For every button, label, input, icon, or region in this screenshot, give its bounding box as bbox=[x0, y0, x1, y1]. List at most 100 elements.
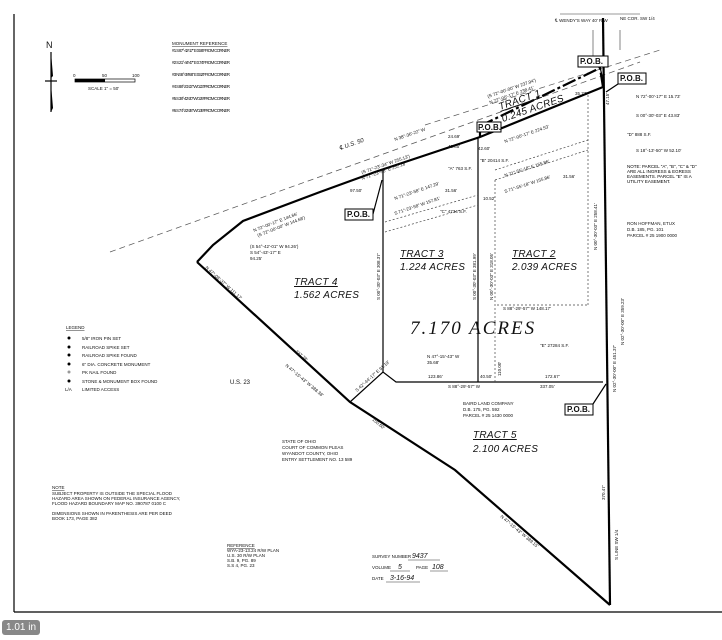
reference-line: S.S 4, PG. 23 bbox=[227, 563, 255, 568]
area-a: "A" 763 S.F. bbox=[448, 166, 472, 171]
bearing-label: 35.77' bbox=[575, 91, 587, 96]
note-line: BOOK 173, PAGE 382 bbox=[52, 516, 98, 521]
survey-number-label: SURVEY NUMBER bbox=[372, 554, 412, 559]
tract4-name: TRACT 4 bbox=[294, 277, 338, 288]
owner-line: WYANDOT COUNTY, OHIO bbox=[282, 451, 339, 456]
tract4-acres: 1.562 ACRES bbox=[294, 290, 359, 301]
owner-line: D.B. 185, PG. 101 bbox=[627, 227, 664, 232]
owner-line: COURT OF COMMON PLEAS bbox=[282, 445, 343, 450]
bearing-label: N 72°-00'-17" E 224.53' bbox=[504, 124, 550, 144]
bearing-label: S 54°-43'-17" E bbox=[250, 250, 281, 255]
note-line: SUBJECT PROPERTY IS OUTSIDE THE SPECIAL … bbox=[52, 491, 173, 496]
bearing-label: 123.86' bbox=[428, 374, 443, 379]
easement-note-text: NOTE: PARCEL "A", "B", "C" & "D" ARE ALL… bbox=[627, 164, 697, 184]
southwest-boundary bbox=[196, 261, 611, 606]
area-b: "B" 20414 S.F. bbox=[480, 158, 509, 163]
survey-number: 9437 bbox=[412, 553, 429, 560]
owner-line: PARCEL # 25 1430 0000 bbox=[463, 413, 514, 418]
bearing-label: S 00°-30'-03" E 381.99' bbox=[472, 253, 477, 300]
total-acres: 7.170 ACRES bbox=[410, 318, 536, 339]
legend: LEGEND 5/8" IRON PIN SET RAILROAD SPIKE … bbox=[65, 325, 158, 392]
legend-item: RAILROAD SPIKE FOUND bbox=[82, 353, 138, 358]
bearing-label: 172.67' bbox=[545, 374, 560, 379]
pob-marker: P.O.B. bbox=[476, 121, 502, 133]
wendys-way-label: ℄ WENDY'S WAY 40' R/W bbox=[554, 18, 609, 23]
reference-line: WYA-23-13.24 R/W PLAN bbox=[227, 548, 279, 553]
north-arrow-icon: N bbox=[45, 40, 57, 112]
owner-line: BAIRD LAND COMPANY bbox=[463, 401, 514, 406]
legend-item: STONE & MONUMENT BOX FOUND bbox=[82, 379, 158, 384]
bearing-label: 110.00' bbox=[497, 362, 502, 376]
pob-marker: P.O.B. bbox=[344, 179, 383, 221]
owner-line: PARCEL # 25 1900 0000 bbox=[627, 233, 678, 238]
survey-info: SURVEY NUMBER 9437 VOLUME 5 PAGE 108 DAT… bbox=[372, 553, 448, 583]
area-d: "D" 888 S.F. bbox=[627, 132, 651, 137]
east-boundary bbox=[601, 17, 612, 606]
monument-item: #4 S 88°-21'-22" W 0.23' FROM CORNER bbox=[172, 84, 231, 89]
owner-line: D.B. 175, PG. 592 bbox=[463, 407, 500, 412]
pk-nail-icon bbox=[67, 370, 71, 374]
bearing-label: 24.69' bbox=[448, 134, 460, 139]
bearing-label: 31.56' bbox=[445, 188, 457, 193]
bearing-label: 370.47' bbox=[601, 485, 606, 500]
date: 3-16-94 bbox=[390, 575, 414, 582]
reference-line: U.S. 30 R/W PLAN bbox=[227, 553, 265, 558]
bearing-label: S 42°-44'-17" E 91.19' bbox=[354, 359, 390, 392]
railroad-spike-found-icon bbox=[67, 353, 71, 357]
us50-label: ℄ U.S. 50 bbox=[338, 137, 365, 152]
owner-line: ENTRY SETTLEMENT NO. 13 589 bbox=[282, 457, 353, 462]
pob-marker: P.O.B. bbox=[577, 55, 609, 81]
bearing-label: N 47°-15'-43" W 388.38' bbox=[284, 363, 324, 398]
bearing-label: N 02°-30'-00" E 451.37' bbox=[612, 345, 617, 392]
legend-abbr: L/A bbox=[65, 387, 72, 392]
bearing-label: 237.78' bbox=[294, 349, 309, 362]
bearing-label: 31.56' bbox=[563, 174, 575, 179]
legend-item: LIMITED ACCESS bbox=[82, 387, 119, 392]
reference-title: REFERENCE bbox=[227, 543, 255, 548]
owner-hoffman: RON HOFFMAN, ETUX D.B. 185, PG. 101 PARC… bbox=[627, 221, 678, 238]
owner-baird: BAIRD LAND COMPANY D.B. 175, PG. 592 PAR… bbox=[463, 401, 514, 418]
legend-item: PK NAIL FOUND bbox=[82, 370, 117, 375]
bearing-label: N 02°-30'-00" E 359.23' bbox=[620, 298, 625, 345]
tract5-name: TRACT 5 bbox=[473, 430, 517, 441]
legend-item: 5/8" IRON PIN SET bbox=[82, 336, 121, 341]
legend-title: LEGEND bbox=[66, 325, 85, 330]
railroad-spike-set-icon bbox=[67, 345, 71, 349]
bearing-label: N 71°-55'-18" E 155.86' bbox=[504, 159, 550, 178]
flood-note: NOTE SUBJECT PROPERTY IS OUTSIDE THE SPE… bbox=[52, 485, 180, 521]
pob-marker: P.O.B. bbox=[605, 72, 647, 93]
concrete-monument-icon bbox=[67, 362, 71, 366]
pob-label: P.O.B. bbox=[347, 210, 370, 219]
area-e: "E" 27284 S.F. bbox=[540, 343, 569, 348]
bearing-label: N 00°-30'-03" E 318.05' bbox=[489, 253, 494, 300]
note-line: FLOOD HAZARD BOUNDARY MAP NO. 390787 010… bbox=[52, 501, 167, 506]
owner-line: RON HOFFMAN, ETUX bbox=[627, 221, 675, 226]
bearing-label: 10.52' bbox=[483, 196, 495, 201]
scale-tick: 0 bbox=[73, 73, 76, 78]
tract-south-line bbox=[349, 371, 603, 403]
monument-item: #1 S 87°-42'-17" E 0.58' FROM CORNER bbox=[172, 48, 231, 53]
bearing-label: 35.68' bbox=[427, 360, 439, 365]
us23-label: U.S. 23 bbox=[230, 380, 251, 386]
scale-label: SCALE 1" = 50' bbox=[88, 86, 119, 91]
bearing-label: S 88°-29'-57" W 148.17' bbox=[503, 306, 551, 311]
bearing-label: 43.85' bbox=[448, 144, 460, 149]
bearing-label: 150.60' bbox=[371, 417, 386, 430]
bearing-label: 47.15' bbox=[605, 93, 610, 105]
volume-label: VOLUME bbox=[372, 565, 391, 570]
pob-label: P.O.B. bbox=[478, 123, 501, 132]
bearing-label: 40.50' bbox=[480, 374, 492, 379]
page: 108 bbox=[432, 564, 444, 571]
bearing-label: 42.60' bbox=[478, 146, 490, 151]
reference-line: S.B. 9, PG. 89 bbox=[227, 558, 256, 563]
reference: REFERENCE WYA-23-13.24 R/W PLAN U.S. 30 … bbox=[227, 543, 279, 568]
monument-item: #6 S 74°-22'-28" W 0.39' FROM CORNER bbox=[172, 108, 231, 113]
pob-label: P.O.B. bbox=[580, 57, 603, 66]
bearing-label: N 47°-15'-43" W 389.15' bbox=[499, 514, 539, 549]
scale-tick: 100 bbox=[132, 73, 140, 78]
bearing-label: 94.25' bbox=[250, 256, 262, 261]
bearing-label: S LINE SW 1/4 bbox=[614, 529, 619, 560]
tract2-name: TRACT 2 bbox=[512, 249, 556, 260]
legend-item: RAILROAD SPIKE SET bbox=[82, 345, 130, 350]
date-label: DATE bbox=[372, 576, 384, 581]
